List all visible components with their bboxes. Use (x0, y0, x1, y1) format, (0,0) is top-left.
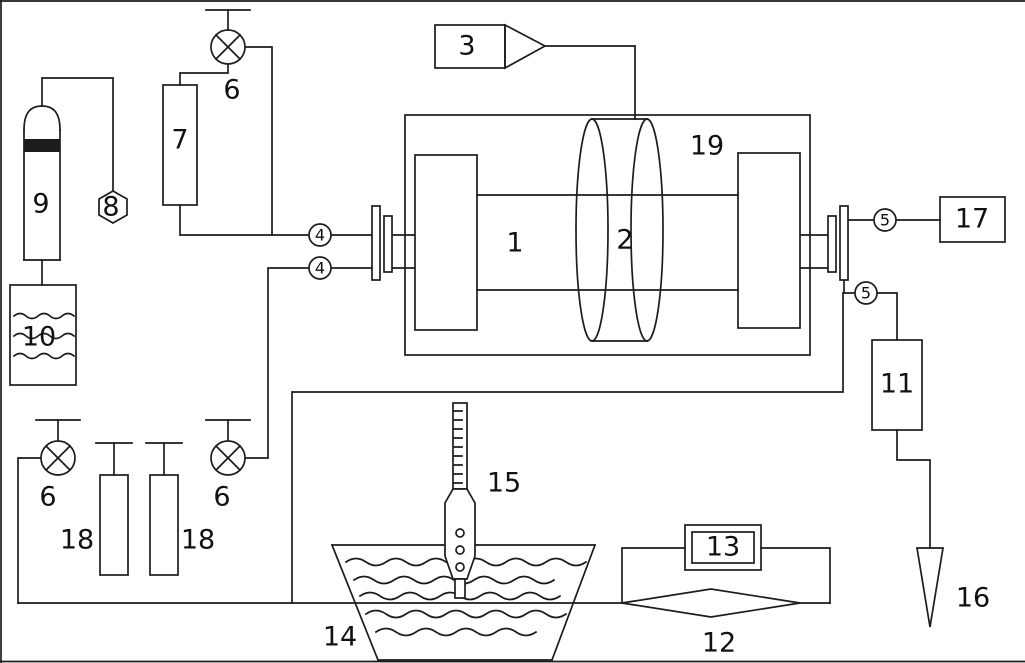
label-5-upper: 5 (880, 211, 890, 230)
label-3: 3 (458, 31, 475, 62)
gauge-5-upper: 5 (873, 208, 897, 232)
label-13: 13 (706, 532, 740, 563)
label-11: 11 (880, 369, 914, 400)
labels: 1 2 3 6 6 6 7 8 9 10 11 12 13 14 15 16 1… (22, 31, 990, 659)
label-6-bottom-right: 6 (213, 482, 230, 513)
label-6-bottom-left: 6 (39, 482, 56, 513)
collector-17 (939, 196, 1006, 243)
injector-3 (434, 23, 547, 70)
end-block-left (414, 154, 478, 331)
label-17: 17 (955, 204, 989, 235)
label-15: 15 (487, 468, 521, 499)
label-1: 1 (506, 228, 523, 259)
display-13 (684, 524, 762, 571)
label-10: 10 (22, 322, 56, 353)
probe-15 (444, 402, 476, 599)
chamber-19 (404, 114, 811, 356)
probe-body (444, 488, 476, 580)
label-19: 19 (690, 131, 724, 162)
port-valve-4-lower: 4 (308, 256, 332, 280)
coil-2 (575, 118, 664, 342)
label-16: 16 (956, 583, 990, 614)
cylinder-band (24, 139, 60, 152)
gas-cylinder-9 (23, 105, 61, 261)
drying-column-18-right (145, 442, 183, 576)
label-18-right: 18 (181, 525, 215, 556)
label-4-upper: 4 (315, 226, 325, 245)
label-5-lower: 5 (861, 284, 871, 303)
port-valve-4-upper: 4 (308, 223, 332, 247)
probe-scale (452, 402, 468, 490)
end-block-right (737, 152, 801, 329)
label-12: 12 (702, 628, 736, 659)
gauge-5-lower: 5 (854, 281, 878, 305)
liquid-vessel-10 (9, 284, 77, 386)
valve-6-bottom-left (35, 419, 81, 476)
label-8: 8 (102, 192, 119, 223)
label-14: 14 (323, 622, 357, 653)
funnel-16 (915, 547, 945, 628)
flange-right (827, 205, 849, 281)
label-4-lower: 4 (315, 259, 325, 278)
pump-12 (621, 588, 801, 618)
valve-6-top (210, 29, 246, 65)
injector-cone (504, 23, 547, 70)
column-7 (162, 84, 198, 206)
drying-column-18-left (95, 442, 133, 576)
pipework (17, 9, 941, 604)
valve-6-bottom-right (205, 419, 251, 476)
label-7: 7 (171, 125, 188, 156)
label-6-top: 6 (223, 75, 240, 106)
probe-tip (454, 578, 466, 599)
label-2: 2 (616, 225, 633, 256)
label-9: 9 (32, 189, 49, 220)
hexagon-valve-8 (98, 190, 128, 224)
flange-left (371, 205, 393, 281)
label-18-left: 18 (60, 525, 94, 556)
trap-11 (871, 339, 923, 431)
